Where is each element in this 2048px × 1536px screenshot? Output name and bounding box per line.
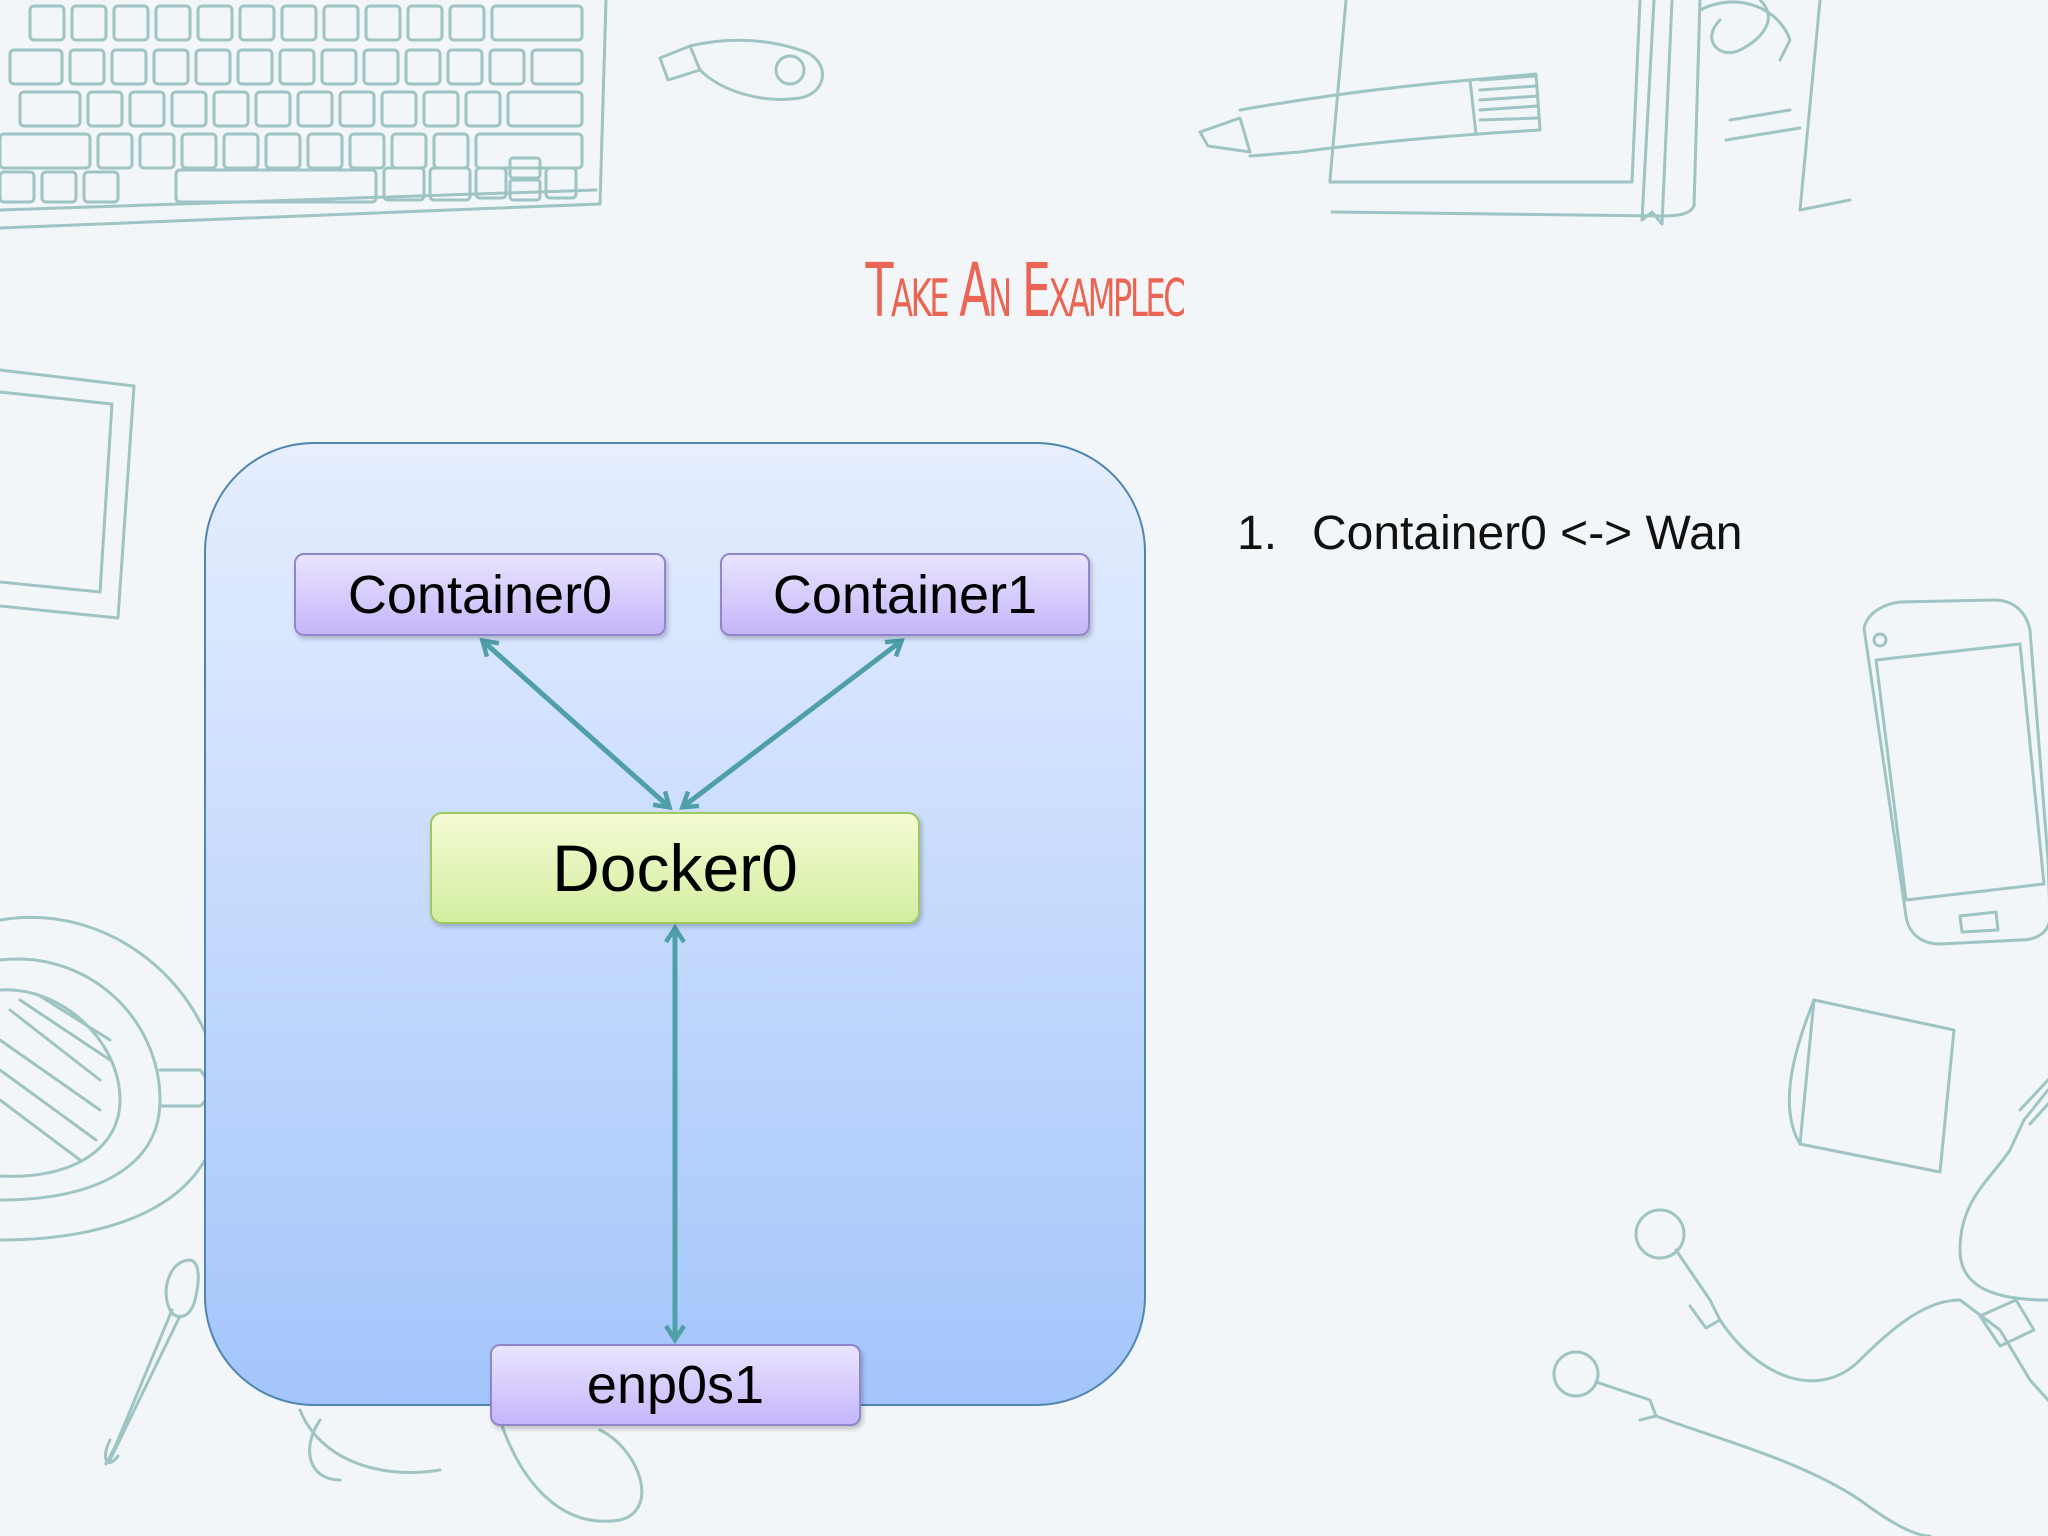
highlighter-icon [1198, 72, 1542, 158]
list-item-text: Container0 <-> Wan [1312, 507, 1743, 560]
keyboard-icon [0, 0, 608, 230]
spoon-icon [104, 1258, 200, 1466]
slide-title: Take An Examplec [865, 248, 1185, 334]
sticky-note-icon [1787, 998, 1956, 1174]
phone-icon [1862, 598, 2048, 946]
list-item-number: 1. [1237, 507, 1278, 560]
glasses-icon [298, 1408, 644, 1523]
notepad-icon [1328, 0, 1852, 226]
edge-container1-docker0 [679, 638, 905, 810]
usb-stick-icon [658, 38, 824, 101]
node-container1: Container1 [720, 553, 1090, 636]
earphones-icon [1552, 1078, 2048, 1536]
picture-frame-icon [0, 368, 136, 620]
node-docker0: Docker0 [430, 812, 920, 924]
edge-container0-docker0 [479, 637, 673, 811]
node-container0: Container0 [294, 553, 666, 636]
numbered-list-item: 1. Container0 <-> Wan [1237, 506, 1742, 561]
node-enp0s1: enp0s1 [490, 1344, 861, 1426]
